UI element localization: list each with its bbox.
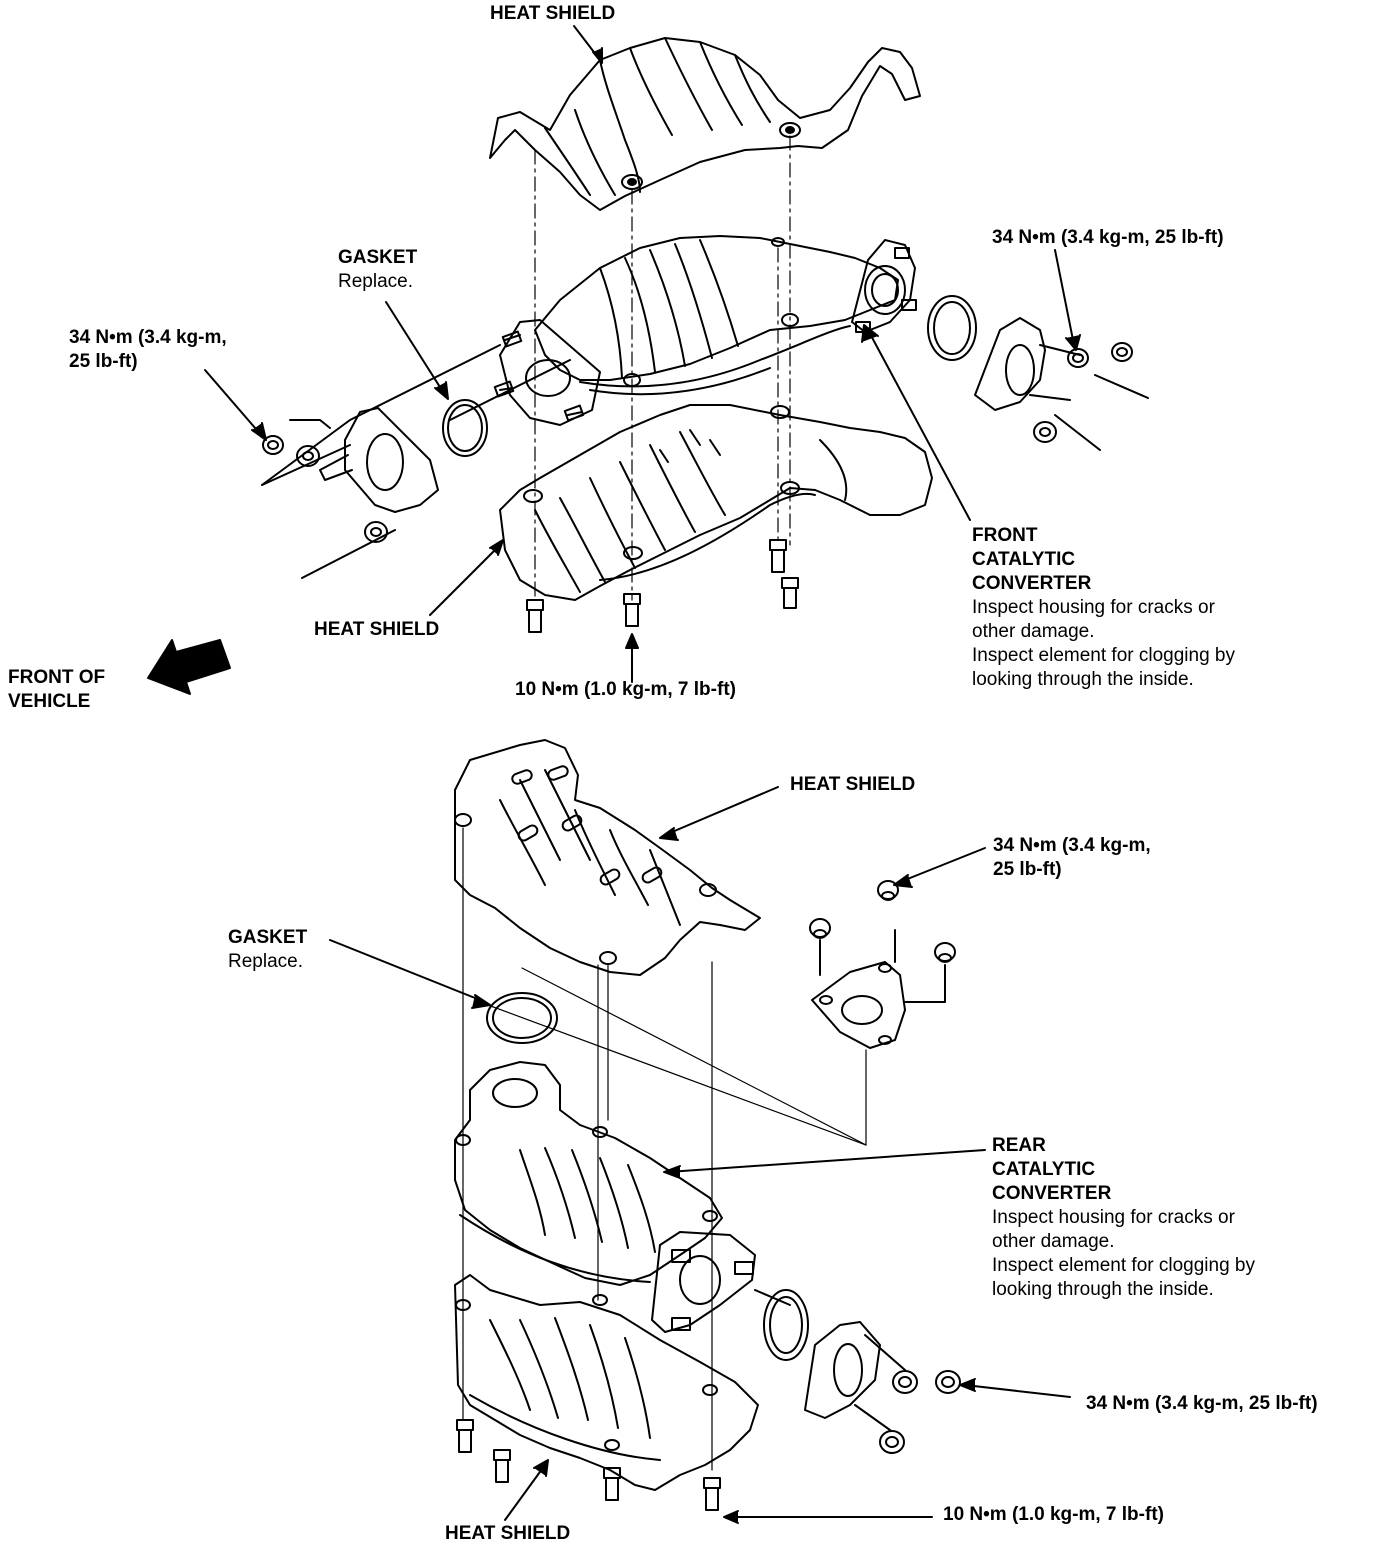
label-bottom-upper-heat-shield: HEAT SHIELD: [790, 774, 916, 795]
top-upper-heat-shield-drawing: [489, 37, 921, 211]
rear-cat-line1: REAR: [992, 1135, 1046, 1156]
gasket-bottom-note: Replace.: [228, 951, 303, 972]
torque-bottom-nuts-line1: 34 N•m (3.4 kg-m,: [993, 835, 1151, 856]
gasket-top-note: Replace.: [338, 271, 413, 292]
label-torque-bolts-top: 10 N•m (1.0 kg-m, 7 lb-ft): [515, 679, 736, 700]
rear-catalytic-converter-drawing: [454, 1061, 756, 1333]
rear-upstream-flange-drawing: [809, 880, 956, 1049]
label-torque-bolts-bottom: 10 N•m (1.0 kg-m, 7 lb-ft): [943, 1504, 1164, 1525]
bottom-upper-heat-shield-drawing: [454, 739, 761, 976]
front-catalytic-converter-drawing: [493, 235, 917, 426]
rear-cat-line2: CATALYTIC: [992, 1159, 1096, 1180]
front-cat-note3: Inspect element for clogging by: [972, 645, 1235, 666]
label-lower-heat-shield-top: HEAT SHIELD: [314, 619, 440, 640]
alignment-lines-bottom: [462, 827, 867, 1471]
label-front-catalytic-converter: FRONT CATALYTIC CONVERTER Inspect housin…: [972, 524, 1235, 692]
front-cat-note4: looking through the inside.: [972, 669, 1194, 690]
gasket-top-title: GASKET: [338, 247, 418, 268]
torque-bottom-nuts-line2: 25 lb-ft): [993, 859, 1062, 880]
leader-lines-bottom: [329, 786, 1071, 1524]
front-cat-line3: CONVERTER: [972, 573, 1092, 594]
front-cat-right-connection: [927, 295, 1149, 451]
rear-cat-line3: CONVERTER: [992, 1183, 1112, 1204]
rear-cat-note4: looking through the inside.: [992, 1279, 1214, 1300]
label-torque-bottom-nuts: 34 N•m (3.4 kg-m, 25 lb-ft): [993, 834, 1151, 882]
label-gasket-bottom: GASKET Replace.: [228, 926, 307, 974]
alignment-lines-top: [534, 135, 791, 601]
label-torque-top-left: 34 N•m (3.4 kg-m, 25 lb-ft): [69, 326, 227, 374]
bottom-lower-heat-shield-drawing: [454, 1274, 759, 1491]
gasket-bottom-title: GASKET: [228, 927, 308, 948]
label-front-of-vehicle: FRONT OF VEHICLE: [8, 666, 105, 714]
front-of-vehicle-line2: VEHICLE: [8, 691, 91, 712]
rear-cat-note2: other damage.: [992, 1231, 1115, 1252]
label-torque-top-right: 34 N•m (3.4 kg-m, 25 lb-ft): [992, 227, 1224, 248]
label-bottom-lower-heat-shield: HEAT SHIELD: [445, 1523, 571, 1544]
torque-top-left-line2: 25 lb-ft): [69, 351, 138, 372]
rear-downstream-connection: [754, 1289, 961, 1454]
front-cat-line1: FRONT: [972, 525, 1038, 546]
label-top-heat-shield: HEAT SHIELD: [490, 3, 616, 24]
front-pipe-drawing: [261, 344, 571, 579]
rear-cat-note3: Inspect element for clogging by: [992, 1255, 1255, 1276]
front-of-vehicle-arrow: [147, 639, 231, 695]
rear-cat-note1: Inspect housing for cracks or: [992, 1207, 1235, 1228]
gasket-bottom-drawing: [486, 992, 558, 1044]
bolts-bottom: [456, 1419, 721, 1511]
front-of-vehicle-line1: FRONT OF: [8, 667, 106, 688]
front-cat-note2: other damage.: [972, 621, 1095, 642]
label-torque-bottom-right: 34 N•m (3.4 kg-m, 25 lb-ft): [1086, 1393, 1318, 1414]
front-cat-note1: Inspect housing for cracks or: [972, 597, 1215, 618]
bolts-top: [526, 539, 799, 633]
leader-lines-top: [204, 25, 1081, 683]
nuts-top-left: [262, 435, 388, 543]
front-cat-line2: CATALYTIC: [972, 549, 1076, 570]
label-rear-catalytic-converter: REAR CATALYTIC CONVERTER Inspect housing…: [992, 1134, 1255, 1302]
top-lower-heat-shield-drawing: [499, 404, 933, 601]
torque-top-left-line1: 34 N•m (3.4 kg-m,: [69, 327, 227, 348]
label-gasket-top: GASKET Replace.: [338, 246, 417, 294]
